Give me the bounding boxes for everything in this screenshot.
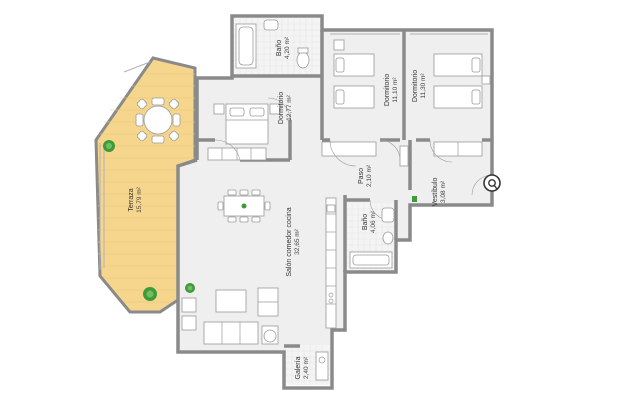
terrace-dining-set [135,97,181,144]
bathroom-2-fixtures [349,207,395,269]
dining-table [217,189,271,223]
plant-icon [103,140,115,152]
label-salon: Salón comedor cocina 32,65 m² [286,207,301,276]
room-area: 2,10 m² [366,164,373,187]
bathroom-1-fixtures [235,19,310,69]
room-name: Salón comedor cocina [286,207,293,276]
plant-icon [143,287,157,301]
room-name: Vestíbulo [432,177,439,206]
room-area: 15,79 m² [136,186,143,212]
label-galeria: Galería 2,40 m² [295,356,310,379]
room-area: 4,20 m² [284,36,291,59]
room-name: Baño [362,214,369,230]
twin-beds-room-2 [321,39,377,157]
room-name: Dormitorio [278,92,285,124]
label-terraza: Terraza 15,79 m² [128,186,143,212]
walls [176,14,494,390]
room-name: Dormitorio [384,74,391,106]
corridor-cabinet [399,145,409,167]
room-area: 3,08 m² [440,180,447,203]
room-name: Baño [276,40,283,56]
kitchen-counter [325,197,337,329]
room-area: 32,65 m² [294,228,301,254]
room-area: 11,10 m² [392,77,399,103]
galeria-fixtures [315,351,329,381]
plant-icon [185,283,195,293]
twin-beds-room-3 [433,53,491,157]
label-dormitorio-2: Dormitorio 11,10 m² [384,74,399,106]
room-name: Paso [358,168,365,184]
label-vestibulo: Vestíbulo 3,08 m² [432,177,447,206]
label-dormitorio-3: Dormitorio 11,30 m² [412,70,427,102]
label-paso: Paso 2,10 m² [358,164,373,187]
room-name: Galería [295,356,302,379]
label-bano-1: Baño 4,20 m² [276,36,291,59]
room-area: 12,77 m² [286,94,293,120]
entrance-plant [412,196,417,202]
terrace-deck-lines [98,73,195,303]
room-area: 11,30 m² [420,73,427,99]
room-area: 4,06 m² [370,210,377,233]
double-bed [213,103,281,145]
room-name: Dormitorio [412,70,419,102]
side-table [263,329,277,343]
room-area: 2,40 m² [303,356,310,379]
label-dormitorio-1: Dormitorio 12,77 m² [278,92,293,124]
wardrobe [207,147,267,161]
room-name: Terraza [128,188,135,211]
north-icon [483,174,501,192]
windows [99,33,488,270]
label-bano-2: Baño 4,06 m² [362,210,377,233]
